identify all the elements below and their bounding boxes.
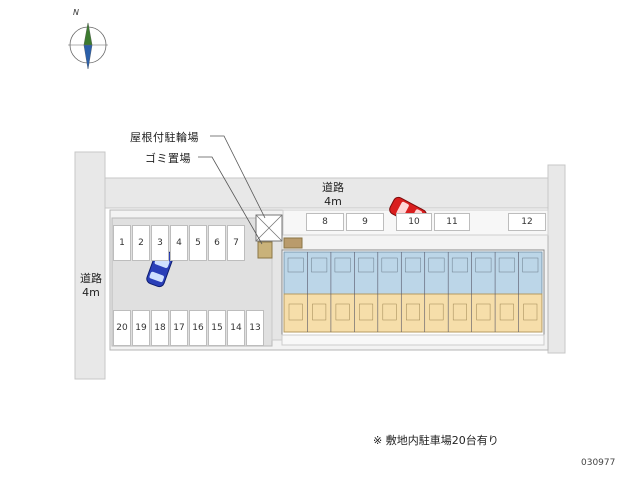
- unit-room: [406, 303, 420, 321]
- property-code: 030977: [581, 458, 616, 468]
- parking-spot-4: 4: [170, 225, 188, 261]
- unit-room: [359, 303, 374, 321]
- compass-icon: [68, 22, 108, 70]
- road-left-width: 4m: [82, 286, 100, 299]
- planter: [283, 237, 303, 249]
- bike-parking-label: 屋根付駐輪場: [130, 131, 199, 144]
- unit-room: [475, 257, 492, 273]
- unit-room: [428, 257, 445, 273]
- road-top: [74, 177, 566, 209]
- leader-garbage: [198, 156, 263, 245]
- unit-room: [381, 257, 398, 273]
- parking-spot-7: 7: [227, 225, 245, 261]
- compass-north-label: N: [73, 8, 79, 17]
- unit-room: [522, 257, 539, 273]
- unit-room: [429, 303, 444, 321]
- road-left-name: 道路: [80, 272, 102, 285]
- parking-spot-20: 20: [113, 310, 131, 346]
- parking-spot-15: 15: [208, 310, 226, 346]
- unit-room: [405, 257, 421, 273]
- unit-room: [452, 303, 467, 321]
- road-top-width: 4m: [324, 195, 342, 208]
- unit-room: [358, 257, 375, 273]
- building-lower-units: [283, 293, 543, 333]
- unit-room: [451, 257, 468, 273]
- unit-room: [498, 257, 515, 273]
- garbage-area: [257, 241, 273, 259]
- parking-spot-12: 12: [508, 213, 546, 231]
- road-left-label: 道路 4m: [76, 272, 106, 300]
- parking-spot-13: 13: [246, 310, 264, 346]
- unit-room: [334, 257, 351, 273]
- garbage-label: ゴミ置場: [145, 152, 191, 165]
- unit-room: [312, 303, 327, 321]
- unit-room: [311, 257, 328, 273]
- unit-room: [287, 257, 304, 273]
- parking-spot-9: 9: [346, 213, 384, 231]
- parking-spot-2: 2: [132, 225, 150, 261]
- driveway: [271, 229, 283, 341]
- road-right-stub: [547, 164, 566, 354]
- parking-spot-3: 3: [151, 225, 169, 261]
- parking-spot-5: 5: [189, 225, 207, 261]
- unit-room: [335, 303, 350, 321]
- parking-spot-6: 6: [208, 225, 226, 261]
- walkway: [281, 334, 545, 346]
- road-top-label: 道路 4m: [313, 181, 353, 209]
- road-left: [74, 151, 106, 380]
- building-upper-units: [283, 251, 543, 295]
- parking-note: ※ 敷地内駐車場20台有り: [373, 434, 499, 447]
- parking-spot-18: 18: [151, 310, 169, 346]
- parking-spot-16: 16: [189, 310, 207, 346]
- unit-room: [382, 303, 397, 321]
- road-top-name: 道路: [322, 181, 344, 194]
- unit-room: [499, 303, 514, 321]
- parking-spot-17: 17: [170, 310, 188, 346]
- parking-spot-11: 11: [434, 213, 470, 231]
- parking-spot-19: 19: [132, 310, 150, 346]
- parking-spot-8: 8: [306, 213, 344, 231]
- unit-dividers: [287, 252, 539, 332]
- parking-spot-14: 14: [227, 310, 245, 346]
- parking-spot-10: 10: [396, 213, 432, 231]
- leader-bike-parking: [210, 135, 266, 219]
- parking-spot-1: 1: [113, 225, 131, 261]
- unit-room: [476, 303, 491, 321]
- unit-room: [288, 303, 303, 321]
- unit-room: [523, 303, 538, 321]
